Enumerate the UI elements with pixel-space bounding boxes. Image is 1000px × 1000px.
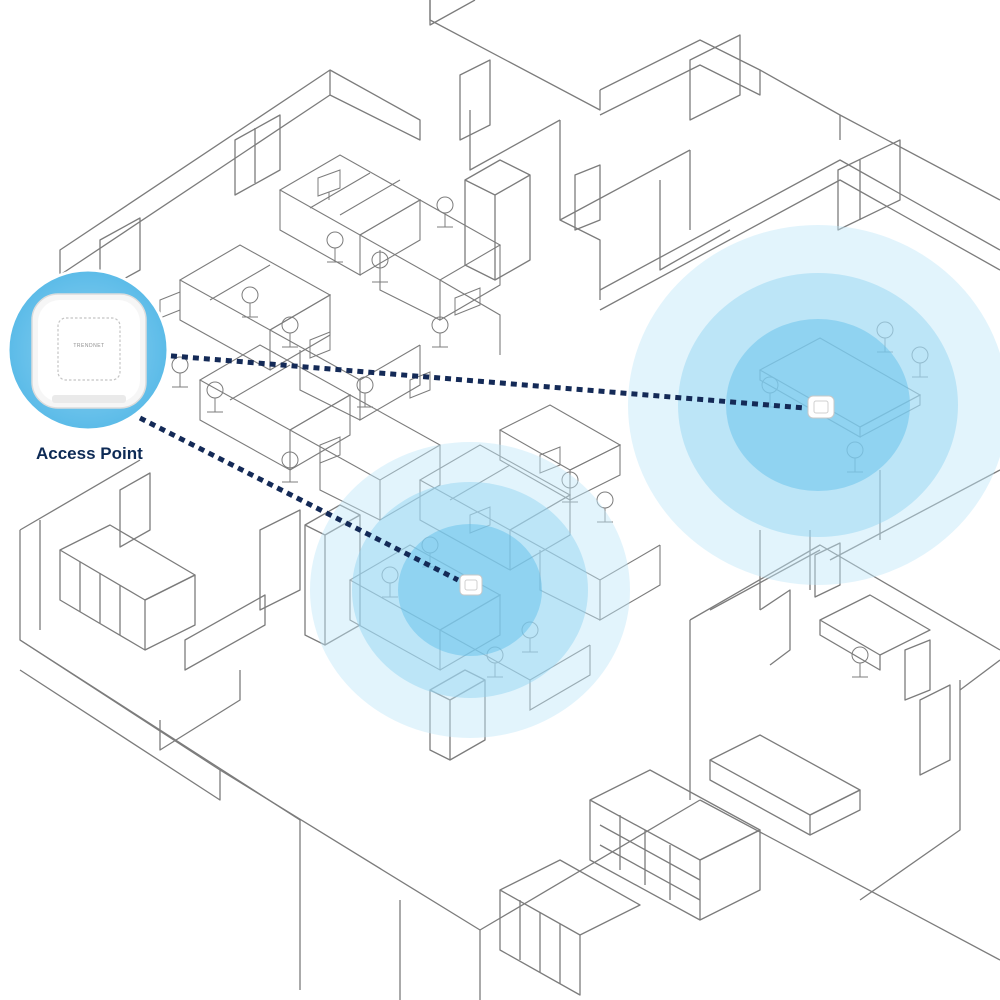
- link-to-center-ap: [138, 415, 460, 583]
- brand-text: TRENDNET: [73, 343, 104, 349]
- cubicles: [178, 154, 922, 711]
- building-walls: [19, 0, 1000, 1000]
- access-point-icon: [807, 395, 835, 419]
- office-furniture: [159, 169, 929, 678]
- access-point-icon: [459, 574, 483, 596]
- link-to-right-ap: [159, 352, 806, 411]
- access-point-label: Access Point: [36, 444, 143, 463]
- access-point-callout: TRENDNET: [6, 268, 170, 432]
- access-point-icon: TRENDNET: [31, 293, 147, 409]
- wireless-links: [138, 352, 806, 583]
